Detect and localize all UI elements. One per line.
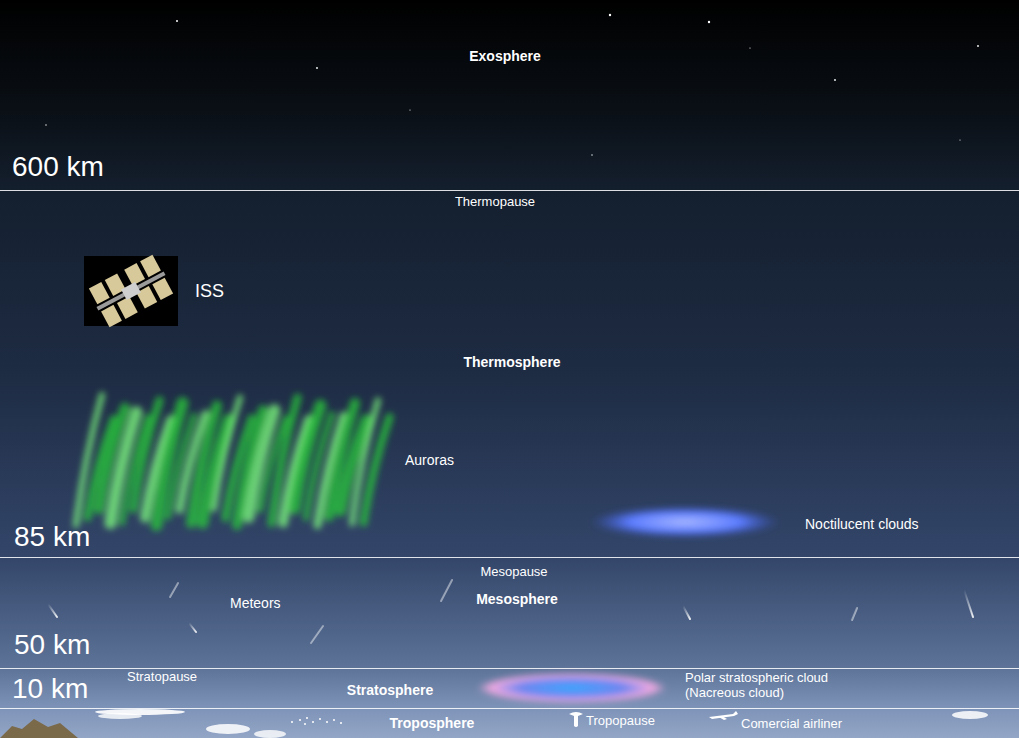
boundary-name: Mesopause [480,565,547,580]
atmosphere-layer: ThermopauseISS ThermosphereAurorasNoctilu… [0,190,1019,557]
phenomenon-label: Noctilucent clouds [805,516,919,532]
phenomenon-label: Polar stratospheric cloud (Nacreous clou… [685,670,870,700]
object-label: Comercial airliner [741,717,842,732]
layer-name: Exosphere [469,48,541,64]
noctilucent-cloud [590,506,780,538]
altitude-label: 10 km [12,675,88,703]
object-label: ISS [195,281,224,302]
altitude-label: 85 km [14,523,90,551]
atmosphere-layer: MesopauseMesosphere Meteors 50 km [0,557,1019,668]
nacreous-cloud [477,673,667,703]
altitude-label: 50 km [14,631,90,659]
phenomenon-label: Auroras [405,452,454,468]
layer-name: Troposphere [390,715,475,731]
aurora-glow [76,395,390,525]
phenomenon-label: Meteors [230,595,281,611]
boundary-name: Stratopause [127,670,197,685]
atmosphere-layer: Exosphere 600 km [0,0,1019,190]
boundary-name: Thermopause [455,195,535,210]
layer-name: Stratosphere [347,682,433,698]
atmosphere-layer: StratopauseStratosphere Polar stratospher… [0,668,1019,708]
aurora-stroke [364,417,390,522]
boundary-name: Tropopause [586,714,655,729]
stars [45,14,979,156]
altitude-label: 600 km [12,153,104,181]
meteors [48,580,973,643]
iss-icon [84,254,178,329]
layer-name: Thermosphere [463,354,560,370]
layer-name: Mesosphere [476,591,558,607]
troposphere-scenery [0,709,988,738]
atmosphere-layer: Troposphere Tropopause Comercial airliner [0,708,1019,738]
